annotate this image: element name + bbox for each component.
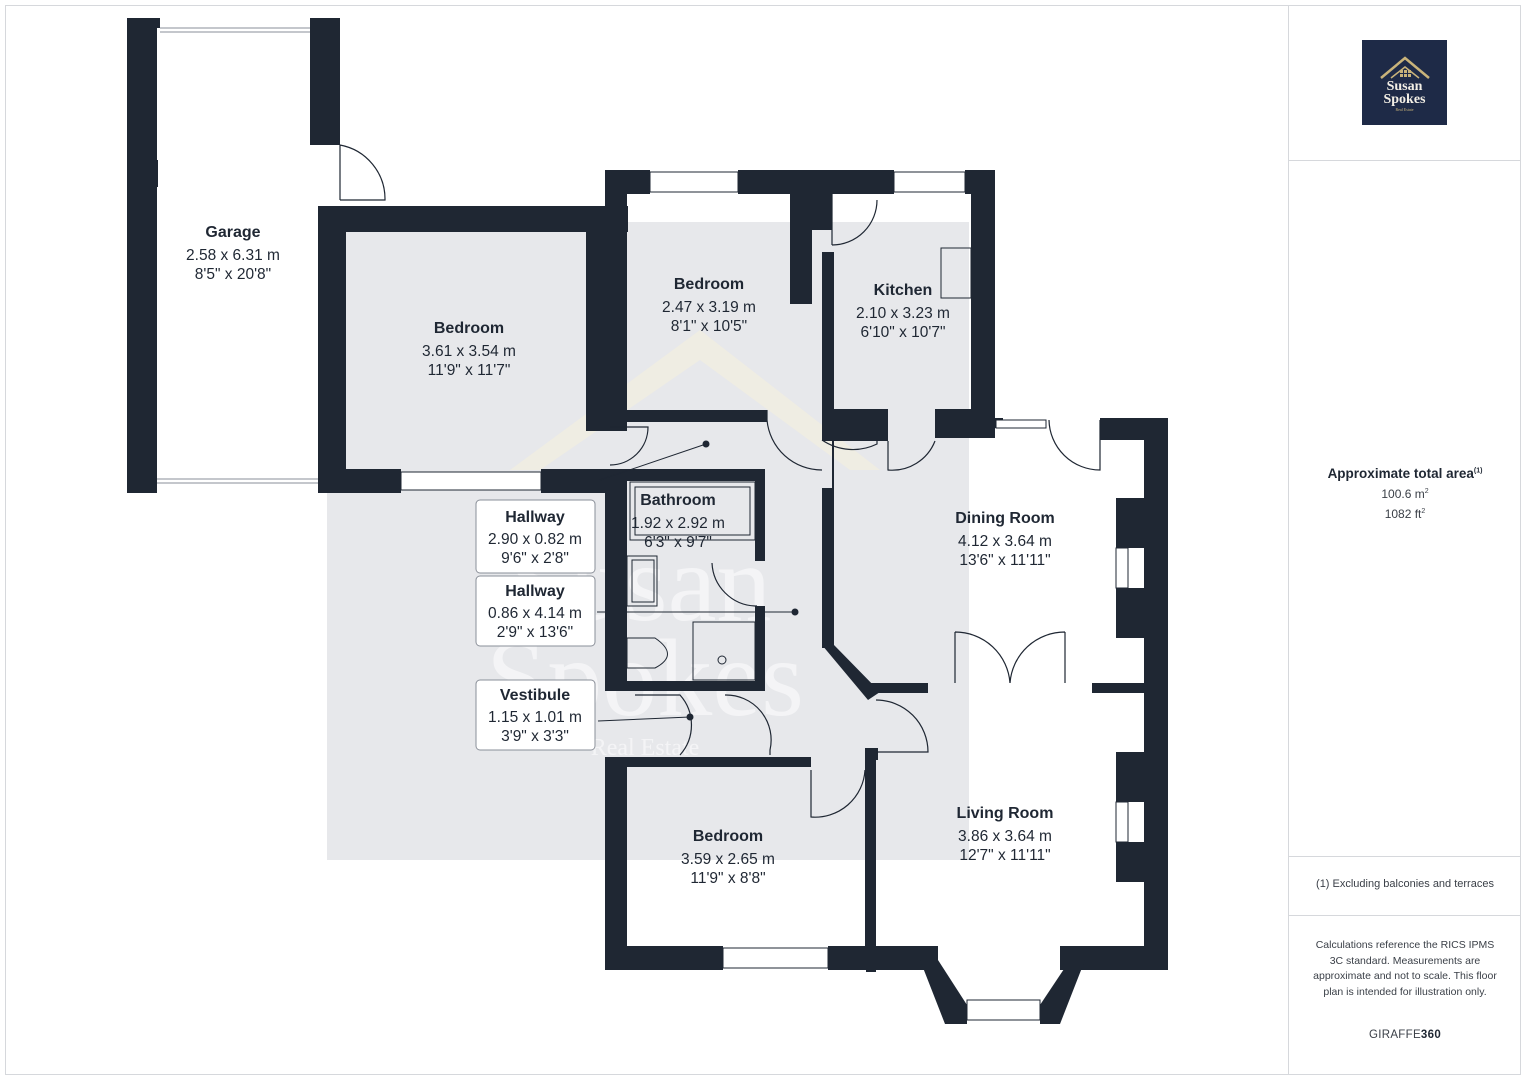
living-metric: 3.86 x 3.64 m [958,828,1052,845]
disclaimer: Calculations reference the RICS IPMS 3C … [1313,939,1497,998]
brand-part1: GIRAFFE [1368,1029,1421,1041]
footnote: (1) Excluding balconies and terraces [1316,878,1494,890]
area-imperial-value: 1082 ft [1384,507,1422,521]
bedroom2-imperial: 8'1" x 10'5" [671,318,747,335]
brand-logo: Susan Spokes Real Estate [1362,40,1447,125]
area-summary: Approximate total area(1) 100.6 m2 1082 … [1289,466,1521,521]
hallway1-name: Hallway [505,509,565,526]
area-title: Approximate total area(1) [1289,466,1521,481]
bedroom2-name: Bedroom [674,276,744,293]
label-boxes [475,499,596,751]
watermark-line3: Real Estate [591,735,700,761]
sidebar-divider-top [1289,160,1521,161]
living-name: Living Room [957,805,1054,822]
sidebar-divider-footnote [1289,856,1521,857]
bedroom1-floor [346,232,586,469]
bedroom2-metric: 2.47 x 3.19 m [662,299,756,316]
area-metric-value: 100.6 m [1381,487,1425,501]
dining-metric: 4.12 x 3.64 m [958,533,1052,550]
logo-line3: Real Estate [1395,106,1414,112]
bedroom3-metric: 3.59 x 2.65 m [681,851,775,868]
garage-metric: 2.58 x 6.31 m [186,247,280,264]
brand-part2: 360 [1420,1029,1442,1041]
area-title-sup: (1) [1473,467,1483,475]
kitchen-metric: 2.10 x 3.23 m [856,305,950,322]
floor-plan: Susan Spokes Real Estate [127,18,1168,1024]
bathroom-metric: 1.92 x 2.92 m [631,515,725,532]
bedroom3-name: Bedroom [693,828,763,845]
sheet-border [5,5,1521,1075]
bathroom-imperial: 6'3" x 9'7" [644,534,712,551]
kitchen-imperial: 6'10" x 10'7" [860,324,945,341]
area-title-text: Approximate total area [1327,466,1474,481]
area-imperial: 1082 ft2 [1289,507,1521,521]
door-swings [339,144,1101,818]
leader-lines [597,443,795,722]
dining-imperial: 13'6" x 11'11" [959,552,1050,569]
garage-name: Garage [205,224,260,241]
bathroom-name: Bathroom [640,492,716,509]
bedroom1-metric: 3.61 x 3.54 m [422,343,516,360]
hallway1-imperial: 9'6" x 2'8" [501,550,569,567]
area-metric: 100.6 m2 [1289,487,1521,501]
house-roof-icon [1379,55,1430,79]
dining-name: Dining Room [955,510,1055,527]
brand-footer: GIRAFFE360 [1289,1029,1521,1041]
sidebar-divider-disclaimer [1289,915,1521,916]
fixtures [626,247,1129,843]
hallway1-metric: 2.90 x 0.82 m [488,531,582,548]
vestibule-metric: 1.15 x 1.01 m [488,709,582,726]
area-imperial-sup: 2 [1421,508,1426,515]
living-imperial: 12'7" x 11'11" [959,847,1050,864]
windows [400,171,1047,1021]
vestibule-imperial: 3'9" x 3'3" [501,728,569,745]
vestibule-name: Vestibule [500,687,570,704]
area-metric-sup: 2 [1424,488,1429,495]
sidebar-divider [1288,5,1289,1075]
bedroom1-name: Bedroom [434,320,504,337]
logo-line2: Spokes [1383,91,1426,107]
garage-imperial: 8'5" x 20'8" [195,266,271,283]
room-labels: Garage 2.58 x 6.31 m 8'5" x 20'8" Bedroo… [186,224,1055,887]
kitchen-name: Kitchen [874,282,933,299]
walls [127,18,1168,1024]
bedroom1-imperial: 11'9" x 11'7" [428,362,511,379]
garage-door-lines [157,27,318,484]
hallway2-metric: 0.86 x 4.14 m [488,605,582,622]
bedroom3-imperial: 11'9" x 8'8" [690,870,765,887]
hallway2-name: Hallway [505,583,565,600]
hallway2-imperial: 2'9" x 13'6" [497,624,573,641]
logo-line1: Susan [1386,78,1423,94]
